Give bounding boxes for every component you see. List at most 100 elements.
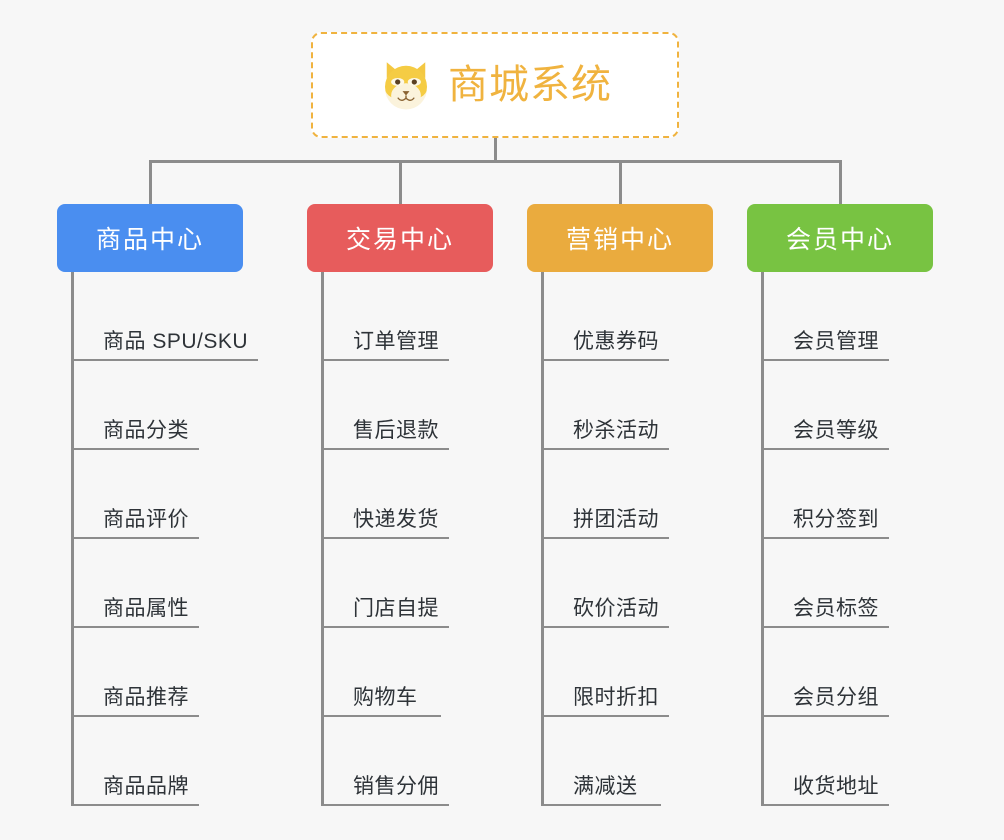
leaf-list-product-center: 商品 SPU/SKU 商品分类商品评价商品属性商品推荐商品品牌 — [57, 272, 287, 806]
branch-header-marketing-center[interactable]: 营销中心 — [527, 204, 713, 272]
leaf-item[interactable]: 商品评价 — [57, 450, 287, 539]
branch-drop-connector-1 — [149, 160, 152, 204]
branch-header-trade-center[interactable]: 交易中心 — [307, 204, 493, 272]
branch-drop-connector-2 — [399, 160, 402, 204]
leaf-item[interactable]: 拼团活动 — [527, 450, 757, 539]
leaf-item[interactable]: 优惠券码 — [527, 272, 757, 361]
branch-header-label: 会员中心 — [785, 226, 894, 254]
leaf-item-label: 砍价活动 — [573, 596, 659, 620]
leaf-item-underline — [71, 537, 199, 539]
root-node[interactable]: 商城系统 — [311, 32, 679, 138]
branch-product-center[interactable]: 商品中心 — [57, 204, 243, 272]
leaf-item[interactable]: 商品属性 — [57, 539, 287, 628]
leaf-item-label: 商品属性 — [103, 596, 189, 620]
leaf-item-underline — [321, 715, 441, 717]
leaf-item-label: 门店自提 — [353, 596, 439, 620]
leaf-item-underline — [761, 359, 889, 361]
leaf-item-label: 商品分类 — [103, 418, 189, 442]
leaf-item-label: 会员管理 — [793, 329, 879, 353]
leaf-item-label: 满减送 — [573, 774, 638, 798]
leaf-list-marketing-center: 优惠券码秒杀活动拼团活动砍价活动限时折扣满减送 — [527, 272, 757, 806]
leaf-item-label: 会员标签 — [793, 596, 879, 620]
leaf-item[interactable]: 会员分组 — [747, 628, 977, 717]
leaf-item[interactable]: 秒杀活动 — [527, 361, 757, 450]
leaf-item[interactable]: 积分签到 — [747, 450, 977, 539]
leaf-item-label: 商品 SPU/SKU — [103, 329, 249, 353]
horizontal-bus-connector — [149, 160, 842, 163]
leaf-item-underline — [761, 537, 889, 539]
leaf-item[interactable]: 会员等级 — [747, 361, 977, 450]
leaf-item-label: 商品品牌 — [103, 774, 189, 798]
leaf-item[interactable]: 商品 SPU/SKU — [57, 272, 287, 361]
leaf-item-label: 商品评价 — [103, 507, 189, 531]
leaf-item-label: 购物车 — [353, 685, 418, 709]
leaf-trunk-connector — [761, 272, 764, 806]
branch-trade-center[interactable]: 交易中心 — [307, 204, 493, 272]
leaf-item-underline — [541, 359, 669, 361]
leaf-item-underline — [761, 715, 889, 717]
branch-drop-connector-4 — [839, 160, 842, 204]
leaf-item-underline — [71, 359, 258, 361]
shiba-dog-face-icon — [385, 62, 427, 110]
branch-header-product-center[interactable]: 商品中心 — [57, 204, 243, 272]
leaf-item[interactable]: 商品分类 — [57, 361, 287, 450]
leaf-item-label: 拼团活动 — [573, 507, 659, 531]
leaf-item[interactable]: 订单管理 — [307, 272, 537, 361]
leaf-item-label: 积分签到 — [793, 507, 879, 531]
branch-header-label: 营销中心 — [565, 226, 674, 254]
root-title: 商城系统 — [448, 63, 612, 107]
leaf-trunk-connector — [541, 272, 544, 806]
leaf-item-label: 售后退款 — [353, 418, 439, 442]
leaf-item-label: 商品推荐 — [103, 685, 189, 709]
leaf-item-underline — [321, 359, 449, 361]
leaf-item-underline — [71, 448, 199, 450]
leaf-item[interactable]: 商品品牌 — [57, 717, 287, 806]
branch-marketing-center[interactable]: 营销中心 — [527, 204, 713, 272]
leaf-item-label: 秒杀活动 — [573, 418, 659, 442]
leaf-item[interactable]: 商品推荐 — [57, 628, 287, 717]
leaf-item-label: 快递发货 — [353, 507, 439, 531]
leaf-list-member-center: 会员管理会员等级积分签到会员标签会员分组收货地址 — [747, 272, 977, 806]
root-stem-connector — [494, 138, 497, 162]
leaf-item-underline — [761, 804, 889, 806]
leaf-item[interactable]: 砍价活动 — [527, 539, 757, 628]
branch-header-label: 商品中心 — [95, 226, 204, 254]
leaf-item-underline — [71, 804, 199, 806]
leaf-item[interactable]: 购物车 — [307, 628, 537, 717]
leaf-item[interactable]: 门店自提 — [307, 539, 537, 628]
branch-header-member-center[interactable]: 会员中心 — [747, 204, 933, 272]
leaf-item-label: 限时折扣 — [573, 685, 659, 709]
leaf-item[interactable]: 会员标签 — [747, 539, 977, 628]
leaf-item-underline — [321, 448, 449, 450]
leaf-item-underline — [321, 626, 449, 628]
leaf-item[interactable]: 快递发货 — [307, 450, 537, 539]
leaf-item-label: 会员分组 — [793, 685, 879, 709]
leaf-item-underline — [321, 804, 449, 806]
leaf-item-label: 销售分佣 — [353, 774, 439, 798]
leaf-item-underline — [761, 626, 889, 628]
leaf-item-underline — [71, 626, 199, 628]
leaf-item-underline — [71, 715, 199, 717]
leaf-trunk-connector — [71, 272, 74, 806]
leaf-item-underline — [541, 626, 669, 628]
branch-member-center[interactable]: 会员中心 — [747, 204, 933, 272]
leaf-item[interactable]: 满减送 — [527, 717, 757, 806]
leaf-item-label: 订单管理 — [353, 329, 439, 353]
leaf-item-underline — [541, 804, 661, 806]
leaf-list-trade-center: 订单管理售后退款快递发货门店自提购物车销售分佣 — [307, 272, 537, 806]
leaf-trunk-connector — [321, 272, 324, 806]
leaf-item[interactable]: 售后退款 — [307, 361, 537, 450]
leaf-item-underline — [321, 537, 449, 539]
leaf-item[interactable]: 销售分佣 — [307, 717, 537, 806]
leaf-item-label: 收货地址 — [793, 774, 879, 798]
leaf-item[interactable]: 会员管理 — [747, 272, 977, 361]
leaf-item-underline — [761, 448, 889, 450]
leaf-item-underline — [541, 448, 669, 450]
leaf-item[interactable]: 限时折扣 — [527, 628, 757, 717]
leaf-item-underline — [541, 715, 669, 717]
leaf-item-label: 优惠券码 — [573, 329, 659, 353]
leaf-item[interactable]: 收货地址 — [747, 717, 977, 806]
leaf-item-label: 会员等级 — [793, 418, 879, 442]
leaf-item-underline — [541, 537, 669, 539]
